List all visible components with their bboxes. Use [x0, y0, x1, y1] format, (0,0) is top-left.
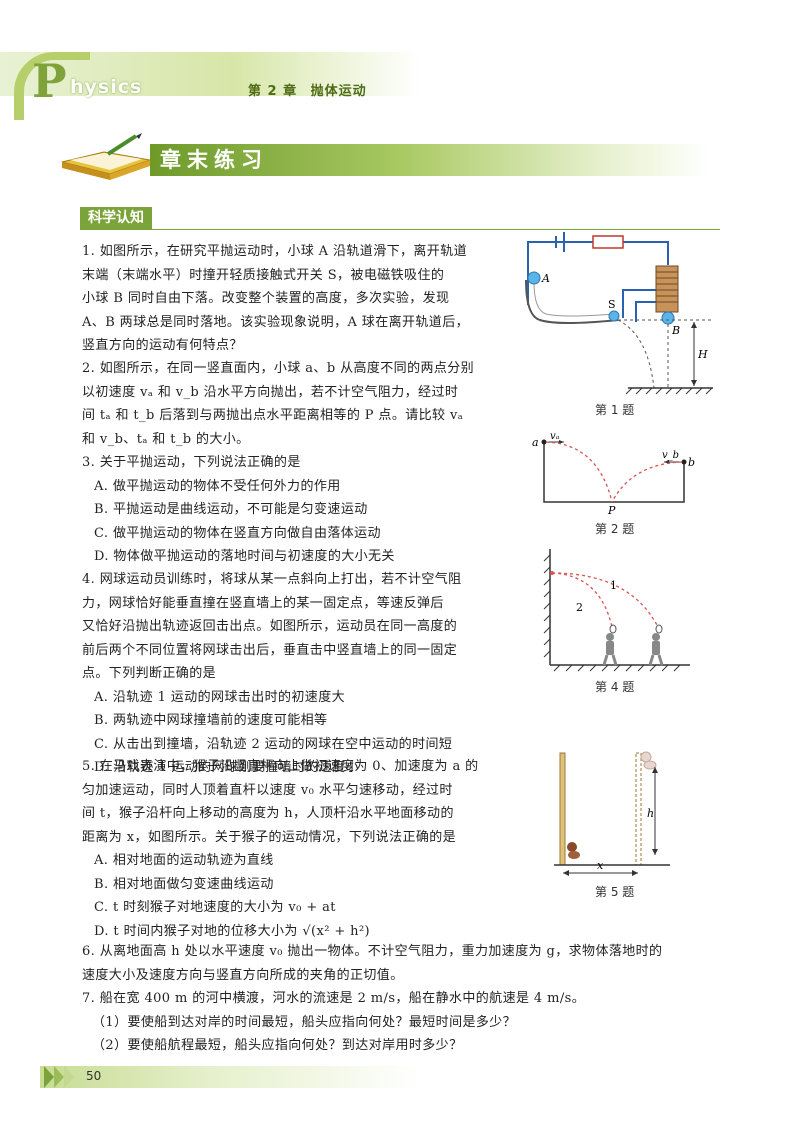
- option-d: D. 沿轨迹 1 运动的网球刚要撞墙时的速度小: [94, 760, 359, 775]
- figure-2-caption: 第 2 题: [595, 522, 635, 536]
- svg-text:a: a: [532, 436, 539, 449]
- question-3: 3. 关于平抛运动，下列说法正确的是 A. 做平抛运动的物体不受任何外力的作用 …: [82, 451, 512, 569]
- option-a: A. 沿轨迹 1 运动的网球击出时的初速度大: [94, 689, 345, 705]
- option-a: A. 做平抛运动的物体不受任何外力的作用: [94, 478, 341, 494]
- section-title: 章末练习: [160, 148, 268, 172]
- svg-text:h: h: [647, 807, 654, 820]
- chapter-title: 抛体运动: [310, 84, 367, 99]
- page-number: 50: [86, 1069, 102, 1083]
- svg-text:vₐ: vₐ: [550, 431, 560, 442]
- header-swoosh: [14, 52, 90, 120]
- svg-text:v_b: v_b: [662, 450, 679, 461]
- question-7: 7. 船在宽 400 m 的河中横渡，河水的流速是 2 m/s，船在静水中的航速…: [82, 987, 732, 1058]
- option-c: C. t 时刻猴子对地速度的大小为 v₀ + at: [94, 900, 336, 915]
- sub-question-2: （2）要使船航程最短，船头应指向何处？到达对岸用时多少？: [92, 1038, 463, 1053]
- section-banner: [150, 144, 710, 176]
- chapter-heading: 第 2 章 抛体运动: [248, 80, 375, 99]
- question-1: 1. 如图所示，在研究平抛运动时，小球 A 沿轨道滑下，离开轨道 末端（末端水平…: [82, 244, 469, 353]
- option-c: C. 做平抛运动的物体在竖直方向做自由落体运动: [94, 525, 381, 541]
- option-d: D. t 时间内猴子对地的位移大小为 √(x² + h²): [94, 923, 371, 939]
- figure-2: a vₐ b v_b P: [532, 431, 695, 515]
- svg-text:1: 1: [610, 579, 617, 592]
- svg-text:H: H: [697, 348, 708, 361]
- option-b: B. 相对地面做匀变速曲线运动: [94, 876, 274, 892]
- svg-text:S: S: [608, 298, 616, 311]
- question-4: 4. 网球运动员训练时，将球从某一点斜向上打出，若不计空气阻 力，网球恰好能垂直…: [82, 568, 522, 780]
- svg-text:B: B: [671, 324, 680, 337]
- option-d: D. 物体做平抛运动的落地时间与初速度的大小无关: [94, 549, 395, 564]
- subsection-rule: [80, 229, 720, 230]
- option-b: B. 平抛运动是曲线运动，不可能是匀变速运动: [94, 502, 368, 517]
- option-b: B. 两轨迹中网球撞墙前的速度可能相等: [94, 713, 328, 728]
- svg-text:P: P: [607, 504, 616, 515]
- sub-question-1: （1）要使船到达对岸的时间最短，船头应指向何处？最短时间是多少？: [92, 1014, 517, 1030]
- footer-band: [40, 1066, 420, 1088]
- question-6: 6. 从离地面高 h 处以水平速度 v₀ 抛出一物体。不计空气阻力，重力加速度为…: [82, 944, 663, 983]
- header-logo-letter: P: [32, 54, 67, 108]
- chapter-number: 第 2 章: [248, 84, 298, 99]
- question-2: 2. 如图所示，在同一竖直面内，小球 a、b 从高度不同的两点分别 以初速度 v…: [82, 361, 475, 447]
- book-pencil-icon: [61, 133, 152, 180]
- figure-5-caption: 第 5 题: [595, 885, 635, 899]
- figure-4-caption: 第 4 题: [595, 680, 635, 694]
- subsection-label: 科学认知: [80, 207, 152, 229]
- header-logo-word: hysics: [70, 76, 143, 98]
- question-5: 5. 在马戏表演中，猴子沿竖直杆向上做初速度为 0、加速度为 a 的 匀加速运动…: [82, 755, 532, 943]
- svg-text:A: A: [541, 272, 550, 285]
- option-c: C. 从击出到撞墙，沿轨迹 2 运动的网球在空中运动的时间短: [94, 736, 453, 752]
- figure-5: h x: [554, 751, 670, 876]
- svg-text:2: 2: [576, 601, 583, 614]
- svg-text:b: b: [688, 456, 695, 469]
- figure-1-caption: 第 1 题: [595, 403, 635, 417]
- footer-arrows-icon: [44, 1066, 74, 1088]
- option-a: A. 相对地面的运动轨迹为直线: [94, 853, 274, 868]
- figure-1: A S B H: [525, 232, 713, 395]
- figure-4: 1 2: [543, 549, 690, 672]
- svg-text:x: x: [597, 859, 604, 872]
